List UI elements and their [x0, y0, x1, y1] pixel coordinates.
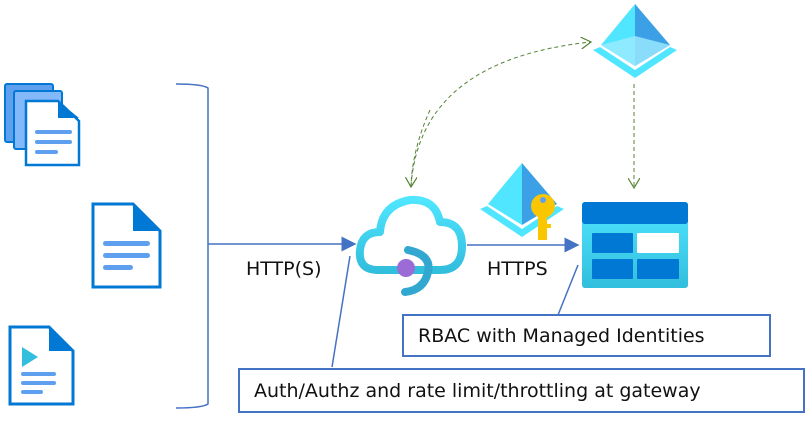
dashed-auth-curve-start: [411, 109, 431, 187]
multiple-documents-icon: [4, 83, 81, 167]
document-icon: [91, 202, 162, 289]
managed-identity-key-icon: [480, 163, 564, 240]
rbac-callout-line: [557, 264, 579, 316]
https-label: HTTPS: [487, 258, 548, 280]
entra-id-icon: [593, 4, 677, 78]
api-management-cloud-icon: [355, 195, 466, 296]
gateway-callout: Auth/Authz and rate limit/throttling at …: [238, 368, 805, 413]
media-file-icon: [8, 325, 75, 406]
storage-account-icon: [582, 202, 688, 288]
bracket: [175, 83, 355, 409]
rbac-callout: RBAC with Managed Identities: [402, 314, 771, 357]
http-label: HTTP(S): [246, 258, 322, 280]
dashed-auth-curve: [410, 42, 591, 187]
gateway-callout-line: [331, 255, 351, 368]
